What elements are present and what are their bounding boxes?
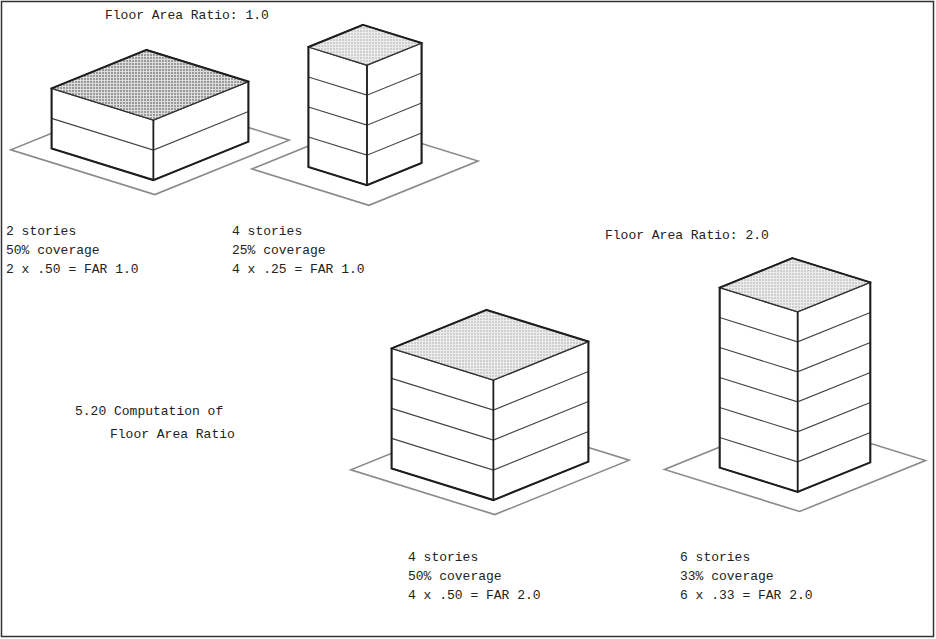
buildings (11, 25, 926, 515)
building-figure (11, 50, 289, 195)
building-edge (366, 65, 368, 185)
story-line (308, 103, 421, 125)
storey-count: 2 stories (6, 222, 76, 241)
story-line (720, 342, 871, 371)
building-outline (392, 310, 589, 500)
building-outline (308, 25, 421, 185)
storey-count: 4 stories (408, 548, 478, 567)
building-outline (720, 258, 871, 492)
building-edge (797, 312, 799, 492)
story-line (392, 372, 589, 410)
storey-count: 6 stories (680, 548, 750, 567)
building-outline (52, 50, 249, 180)
building-figure (351, 310, 629, 515)
building-roof (392, 310, 589, 380)
story-line (392, 432, 589, 470)
coverage-value: 50% coverage (6, 241, 100, 260)
group-heading: Floor Area Ratio: 2.0 (605, 226, 769, 245)
story-line (52, 112, 249, 150)
building-edge (493, 380, 495, 500)
coverage-value: 33% coverage (680, 567, 774, 586)
group-heading: Floor Area Ratio: 1.0 (105, 6, 269, 25)
story-line (308, 73, 421, 95)
building-figure (252, 25, 478, 206)
far-formula: 4 x .50 = FAR 2.0 (408, 586, 541, 605)
coverage-value: 25% coverage (232, 241, 326, 260)
story-line (720, 312, 871, 341)
building-figure (665, 258, 926, 511)
storey-count: 4 stories (232, 222, 302, 241)
far-formula: 4 x .25 = FAR 1.0 (232, 260, 365, 279)
coverage-value: 50% coverage (408, 567, 502, 586)
story-line (720, 402, 871, 431)
far-formula: 6 x .33 = FAR 2.0 (680, 586, 813, 605)
far-formula: 2 x .50 = FAR 1.0 (6, 260, 139, 279)
story-line (392, 402, 589, 440)
story-line (720, 372, 871, 401)
building-roof (52, 50, 249, 120)
building-roof (720, 258, 871, 312)
story-line (308, 133, 421, 155)
story-line (720, 432, 871, 461)
building-roof (308, 25, 421, 65)
figure-caption: 5.20 Computation of Floor Area Ratio (75, 400, 250, 446)
building-edge (153, 120, 155, 180)
